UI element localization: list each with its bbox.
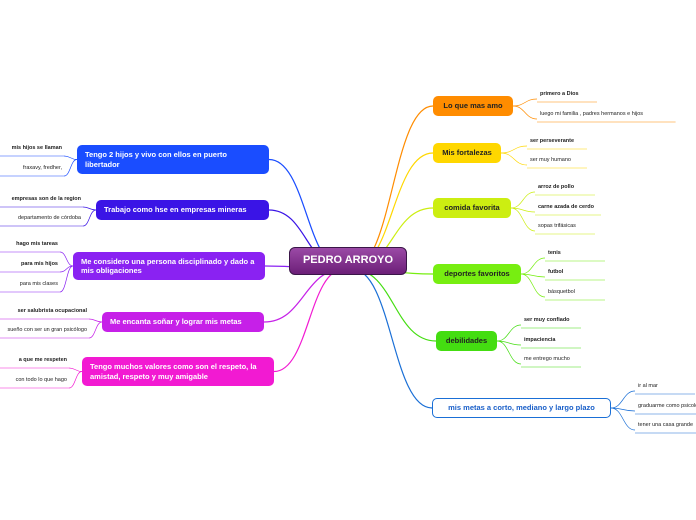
right-topic-0-leaf-1[interactable]: luego mi familia , padres hermanos e hij… (540, 111, 644, 117)
right-topic-1-leaf-1[interactable]: ser muy humano (530, 157, 571, 163)
left-topic-4[interactable]: Tengo muchos valores como son el respeto… (82, 357, 274, 386)
right-topic-0-label: Lo que mas amo (443, 101, 503, 111)
right-topic-3-label: deportes favoritos (444, 269, 510, 279)
right-topic-3-leaf-2[interactable]: básquetbol (548, 289, 575, 295)
left-topic-3-leaf-1[interactable]: sueño con ser un gran psicólogo (7, 327, 88, 333)
left-topic-2[interactable]: Me considero una persona disciplinado y … (73, 252, 265, 280)
right-topic-5-leaf-0[interactable]: ir al mar (638, 383, 658, 389)
left-topic-0[interactable]: Tengo 2 hijos y vivo con ellos en puerto… (77, 145, 269, 174)
left-topic-2-label: Me considero una persona disciplinado y … (81, 256, 255, 275)
right-topic-4-leaf-0[interactable]: ser muy confiado (524, 317, 570, 323)
left-topic-0-label: Tengo 2 hijos y vivo con ellos en puerto… (85, 150, 227, 169)
right-topic-0[interactable]: Lo que mas amo (433, 96, 513, 116)
right-topic-0-leaf-0[interactable]: primero a Dios (540, 91, 579, 97)
right-topic-2-leaf-2[interactable]: sopas trifásicas (538, 223, 576, 229)
right-topic-2-label: comida favorita (444, 203, 500, 213)
left-topic-4-leaf-0[interactable]: a que me respeten (18, 357, 67, 363)
left-topic-0-leaf-0[interactable]: mis hijos se llaman (11, 145, 62, 151)
left-topic-2-leaf-0[interactable]: hago mis tareas (16, 241, 58, 247)
right-topic-5[interactable]: mis metas a corto, mediano y largo plazo (432, 398, 611, 418)
right-topic-5-leaf-1[interactable]: graduarme como psicologo (638, 403, 696, 409)
left-topic-1[interactable]: Trabajo como hse en empresas mineras (96, 200, 269, 220)
left-topic-4-leaf-1[interactable]: con todo lo que hago (15, 377, 67, 383)
left-topic-1-leaf-0[interactable]: empresas son de la region (11, 196, 81, 202)
right-topic-1[interactable]: Mis fortalezas (433, 143, 501, 163)
right-topic-3-leaf-1[interactable]: futbol (548, 269, 564, 275)
right-topic-4-leaf-1[interactable]: impaciencia (524, 337, 556, 343)
right-topic-1-label: Mis fortalezas (442, 148, 492, 158)
right-topic-2[interactable]: comida favorita (433, 198, 511, 218)
right-topic-2-leaf-0[interactable]: arroz de pollo (538, 184, 575, 190)
left-topic-2-leaf-2[interactable]: para mis clases (19, 281, 58, 287)
right-topic-5-leaf-2[interactable]: tener una casa grande (638, 422, 694, 428)
right-topic-1-leaf-0[interactable]: ser perseverante (530, 138, 575, 144)
right-topic-5-label: mis metas a corto, mediano y largo plazo (448, 403, 595, 413)
right-topic-3[interactable]: deportes favoritos (433, 264, 521, 284)
left-topic-1-label: Trabajo como hse en empresas mineras (104, 205, 247, 215)
left-topic-2-leaf-1[interactable]: para mis hijos (21, 261, 58, 267)
left-topic-1-leaf-1[interactable]: departamento de córdoba (18, 215, 81, 221)
left-topic-3[interactable]: Me encanta soñar y lograr mis metas (102, 312, 264, 332)
right-topic-4-leaf-2[interactable]: me entrego mucho (524, 356, 570, 362)
right-topic-4[interactable]: debilidades (436, 331, 497, 351)
left-topic-3-label: Me encanta soñar y lograr mis metas (110, 317, 242, 327)
central-topic[interactable]: PEDRO ARROYO (289, 247, 407, 275)
central-topic-label: PEDRO ARROYO (302, 254, 394, 267)
left-topic-0-leaf-1[interactable]: fraxavy, fredher, (22, 165, 62, 171)
right-topic-4-label: debilidades (445, 336, 488, 346)
left-topic-4-label: Tengo muchos valores como son el respeto… (90, 362, 257, 381)
right-topic-3-leaf-0[interactable]: tenis (548, 250, 561, 256)
left-topic-3-leaf-0[interactable]: ser salubrista ocupacional (17, 308, 87, 314)
right-topic-2-leaf-1[interactable]: carne azada de cerdo (538, 204, 594, 210)
